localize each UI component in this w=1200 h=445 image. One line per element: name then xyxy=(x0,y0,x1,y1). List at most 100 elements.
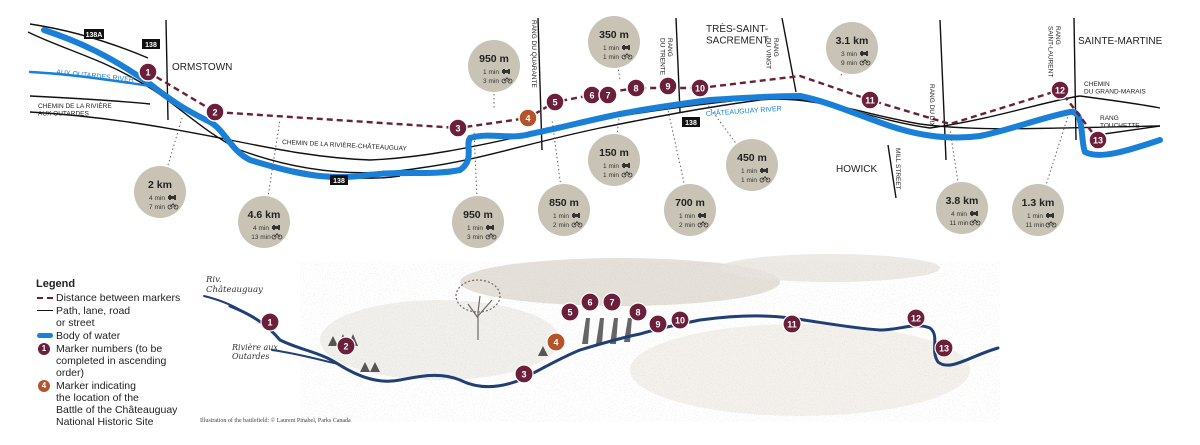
map-marker-2: 2 xyxy=(205,102,225,122)
map-marker-3: 3 xyxy=(448,118,468,138)
bubble-car-time: 1 min xyxy=(1027,213,1043,220)
svg-text:2: 2 xyxy=(212,108,217,118)
outardes-river-line xyxy=(28,70,187,112)
map-marker-13: 13 xyxy=(1088,130,1108,150)
bubble-distance: 3.8 km xyxy=(946,195,979,207)
legend-road-symbol xyxy=(36,305,56,317)
ill-marker-5: 5 xyxy=(560,302,580,322)
label-rang-vingt: RANGDU VINGT xyxy=(765,38,779,69)
map-marker-10: 10 xyxy=(690,78,710,98)
bubble-car-time: 1 min xyxy=(467,225,483,232)
route-shield: 138A xyxy=(84,29,104,39)
ill-marker-3: 3 xyxy=(514,364,534,384)
svg-text:10: 10 xyxy=(695,84,705,94)
bubble-bike-time: 1 min xyxy=(603,54,619,61)
illustration-credit: Illustration of the battlefield: © Laure… xyxy=(200,418,351,424)
road-ormstown-vertical xyxy=(165,19,169,121)
road-quarante xyxy=(537,17,543,151)
bubble-car-time: 1 min xyxy=(603,45,619,52)
legend-marker-symbol: 1 xyxy=(36,343,56,355)
map-marker-1: 1 xyxy=(138,62,158,82)
svg-text:7: 7 xyxy=(609,298,614,308)
map-marker-8: 8 xyxy=(626,78,646,98)
svg-text:11: 11 xyxy=(865,96,875,106)
bubble-distance: 1.3 km xyxy=(1022,197,1055,209)
bubble-distance: 2 km xyxy=(148,179,172,191)
ill-marker-10: 10 xyxy=(670,310,690,330)
svg-text:9: 9 xyxy=(655,320,660,330)
bubble-distance: 350 m xyxy=(599,29,629,41)
legend-water-text: Body of water xyxy=(56,330,121,342)
ill-marker-1: 1 xyxy=(260,312,280,332)
svg-text:138: 138 xyxy=(145,42,157,49)
ill-chateauguay-river-line xyxy=(228,304,1000,389)
ill-marker-12: 12 xyxy=(906,308,926,328)
water-layer xyxy=(28,27,1163,181)
bubble-car-time: 1 min xyxy=(553,213,569,220)
ill-marker-7: 7 xyxy=(602,292,622,312)
legend-battle-symbol: 4 xyxy=(36,380,56,392)
svg-text:10: 10 xyxy=(675,316,685,326)
svg-text:5: 5 xyxy=(567,308,572,318)
svg-text:4: 4 xyxy=(525,114,530,124)
legend-distance-text: Distance between markers xyxy=(56,292,181,304)
ill-chateauguay-channel xyxy=(203,295,241,311)
map-marker-5: 5 xyxy=(545,92,565,112)
svg-text:8: 8 xyxy=(635,308,640,318)
legend-row-path: Path, lane, road or street xyxy=(36,305,186,329)
bubble-distance: 3.1 km xyxy=(836,35,869,47)
legend-row-markers: 1 Marker numbers (to be completed in asc… xyxy=(36,343,186,379)
legend-dash-symbol xyxy=(36,292,56,304)
ill-texture xyxy=(300,262,1000,422)
road-mill-street xyxy=(887,144,897,199)
road-saint-laurent xyxy=(1073,17,1077,141)
bubble-bike-time: 3 min xyxy=(467,234,483,241)
ill-marker-11: 11 xyxy=(782,314,802,334)
bubble-car-time: 1 min xyxy=(741,168,757,175)
label-rang-dix: RANG DU DIX xyxy=(928,84,935,127)
legend: Legend Distance between markers Path, la… xyxy=(36,278,186,429)
bubble-distance: 4.6 km xyxy=(248,209,281,221)
svg-text:6: 6 xyxy=(589,91,594,101)
svg-text:2: 2 xyxy=(343,342,348,352)
legend-battle-text: Marker indicating the location of the Ba… xyxy=(56,380,178,428)
label-mill-street: MILL STREET xyxy=(894,148,901,190)
svg-text:12: 12 xyxy=(1055,86,1065,96)
distance-route-line xyxy=(147,70,1099,141)
road-riviere-outardes xyxy=(29,95,151,105)
svg-text:6: 6 xyxy=(587,298,592,308)
bubble-bike-time: 11 min xyxy=(949,220,968,227)
bubble-car-time: 1 min xyxy=(483,69,499,76)
legend-row-water: Body of water xyxy=(36,330,186,342)
svg-text:3: 3 xyxy=(521,370,526,380)
map-marker-11: 11 xyxy=(860,90,880,110)
bubble-bike-time: 7 min xyxy=(149,204,165,211)
bubble-bike-time: 13 min xyxy=(251,234,271,241)
bubble-car-time: 4 min xyxy=(253,225,269,232)
bubble-bike-time: 9 min xyxy=(841,60,857,67)
ill-palisade-icon xyxy=(582,318,632,344)
map-marker-7: 7 xyxy=(598,85,618,105)
bubble-bike-time: 2 min xyxy=(553,222,569,229)
legend-marker-text: Marker numbers (to be completed in ascen… xyxy=(56,343,167,379)
bubble-distance: 150 m xyxy=(599,147,629,159)
distance-leader-lines xyxy=(159,41,1071,223)
label-rang-trente: RANGDU TRENTE xyxy=(659,38,673,76)
chateauguay-river-line xyxy=(41,27,1163,181)
bubble-bike-time: 3 min xyxy=(483,78,499,85)
